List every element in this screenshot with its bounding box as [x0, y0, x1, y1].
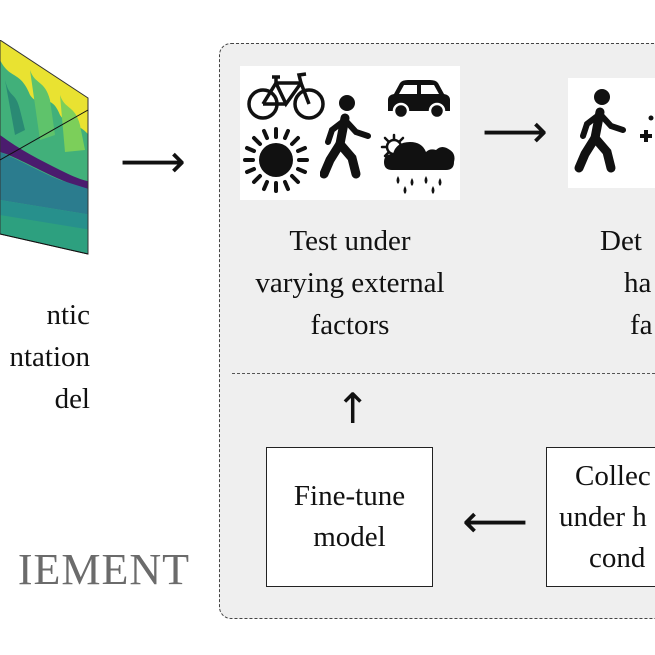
- collect-box: Collec under h cond: [546, 447, 655, 587]
- pedestrian-icon: [320, 95, 371, 179]
- arrow-to-finetune: ⟵: [462, 494, 528, 548]
- collect-line-3: cond: [589, 541, 646, 574]
- arrow-to-test: ⟶: [120, 134, 186, 188]
- test-icons-box: [240, 66, 460, 200]
- car-icon: [388, 80, 450, 120]
- arrow-to-detect: ⟶: [482, 104, 548, 158]
- bicycle-icon: [247, 72, 325, 120]
- rain-cloud-icon: [380, 133, 455, 194]
- fine-tune-line-2: model: [313, 521, 386, 553]
- fine-tune-box: Fine-tune model: [266, 447, 433, 587]
- collect-line-1: Collec: [575, 459, 651, 492]
- test-caption: Test under varying external factors: [255, 225, 445, 341]
- segmentation-image: [0, 40, 89, 255]
- panel-divider: [232, 373, 655, 374]
- fine-tune-line-1: Fine-tune: [293, 480, 406, 512]
- detect-icons-box: [568, 78, 655, 188]
- bottom-heading-fragment: IEMENT: [17, 545, 190, 594]
- detect-caption: Det ha fa: [600, 225, 653, 341]
- arrow-up: ↑: [335, 384, 371, 433]
- sun-icon: [243, 127, 309, 193]
- segmentation-model-caption: ntic ntation del: [9, 299, 90, 415]
- collect-line-2: under h: [559, 500, 647, 533]
- walker-plus-icon: [574, 89, 654, 173]
